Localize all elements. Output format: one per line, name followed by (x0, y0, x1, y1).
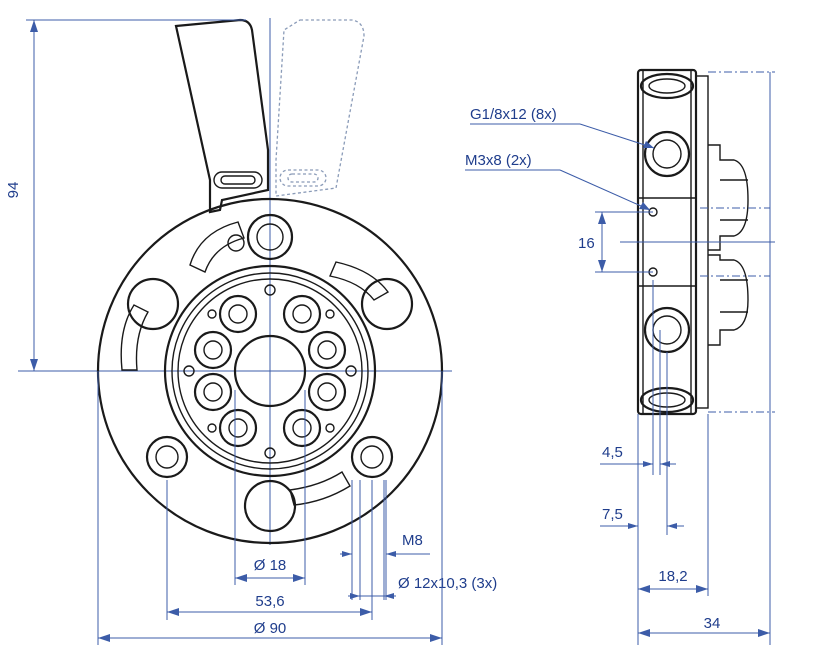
front-view: 94 Ø 18 M8 Ø 12x10,3 (3x) (5, 18, 497, 645)
label-m8: M8 (402, 532, 423, 549)
inner-ports (193, 294, 347, 448)
rotor-ring-2 (171, 272, 369, 470)
label-94: 94 (5, 182, 22, 199)
dim-182: 18,2 (637, 414, 709, 645)
rotor-outer-ring (163, 264, 377, 478)
label-34: 34 (704, 615, 721, 632)
dim-16: 16 (578, 211, 653, 273)
arc-slots (120, 221, 390, 506)
dim-d12: Ø 12x10,3 (3x) (348, 480, 497, 600)
dim-34: 34 (638, 72, 771, 645)
leader-m3: M3x8 (2x) (465, 152, 651, 211)
label-d12: Ø 12x10,3 (3x) (398, 575, 497, 592)
label-16: 16 (578, 235, 595, 252)
dim-94: 94 (5, 19, 246, 371)
small-pins (183, 284, 357, 459)
side-fittings (708, 144, 749, 346)
center-bore (233, 334, 307, 408)
dim-d18: Ø 18 (234, 390, 306, 585)
label-d90: Ø 90 (254, 620, 287, 637)
label-d18: Ø 18 (254, 557, 287, 574)
lever-alternate-position (275, 19, 365, 197)
label-536: 53,6 (255, 593, 284, 610)
dim-536: 53,6 (166, 480, 373, 620)
lever (174, 18, 270, 214)
dim-75: 7,5 (600, 352, 684, 535)
label-45: 4,5 (602, 444, 623, 461)
dim-m8: M8 (340, 480, 430, 600)
dim-d90: Ø 90 (97, 371, 443, 645)
outer-bores (126, 213, 414, 533)
label-182: 18,2 (658, 568, 687, 585)
rotor-ring-3 (177, 278, 363, 464)
leader-g18: G1/8x12 (8x) (470, 106, 655, 149)
label-g18: G1/8x12 (8x) (470, 106, 557, 123)
label-75: 7,5 (602, 506, 623, 523)
label-m3: M3x8 (2x) (465, 152, 532, 169)
side-view: G1/8x12 (8x) M3x8 (2x) 16 4,5 (465, 68, 775, 645)
